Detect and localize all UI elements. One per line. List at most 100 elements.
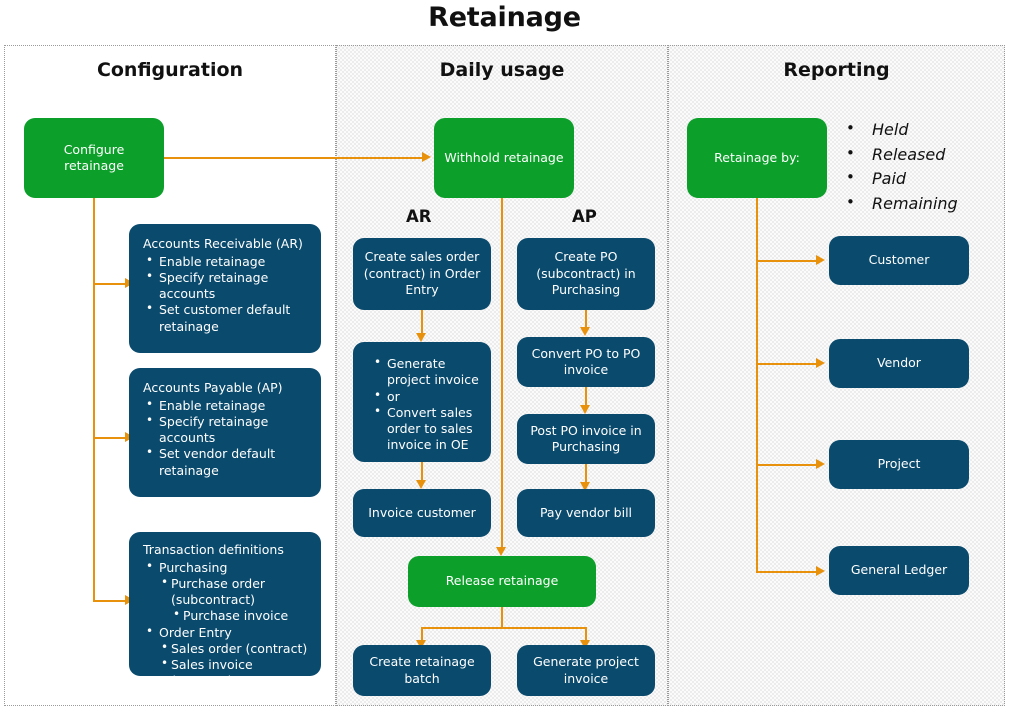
connector-config-to-txn: [93, 600, 127, 602]
arrowhead-reporting-to-project: [816, 459, 825, 469]
node-accounts-payable[interactable]: Accounts Payable (AP) Enable retainage S…: [129, 368, 321, 497]
subheading-ap: AP: [572, 207, 597, 226]
node-title: Accounts Receivable (AR): [143, 236, 303, 251]
list-item: Specify retainage accounts: [146, 269, 311, 303]
txn-list: Purchasing Purchase order (subcontract) …: [143, 559, 311, 690]
node-label: Pay vendor bill: [539, 504, 633, 520]
node-label: Customer: [868, 252, 930, 268]
node-transaction-definitions[interactable]: Transaction definitions Purchasing Purch…: [129, 532, 321, 688]
list-item: Sales order (contract): [161, 640, 311, 657]
connector-config-trunk: [93, 198, 95, 602]
node-convert-po-to-invoice[interactable]: Convert PO to PO invoice: [517, 337, 655, 387]
connector-ap-step2-to-step3: [585, 387, 587, 407]
connector-reporting-to-vendor: [756, 363, 818, 365]
node-label: Generate project invoice: [533, 654, 639, 686]
node-withhold-retainage[interactable]: Withhold retainage: [434, 118, 574, 198]
list-item-label: Purchasing: [159, 559, 228, 575]
node-accounts-receivable[interactable]: Accounts Receivable (AR) Enable retainag…: [129, 224, 321, 353]
connector-release-stem: [501, 607, 503, 629]
list-item: Enable retainage: [146, 252, 311, 270]
node-generate-project-invoice[interactable]: Generate project invoice: [517, 645, 655, 696]
arrowhead-reporting-to-general-ledger: [816, 566, 825, 576]
list-item: Set customer default retainage: [146, 301, 311, 335]
connector-release-split: [421, 627, 587, 629]
connector-config-to-ap: [93, 437, 127, 439]
arrowhead-reporting-to-customer: [816, 255, 825, 265]
list-item: Sales invoice (contract): [161, 656, 311, 690]
connector-config-to-ar: [93, 283, 127, 285]
node-label: Withhold retainage: [444, 149, 564, 165]
node-pay-vendor-bill[interactable]: Pay vendor bill: [517, 489, 655, 537]
list-item: Enable retainage: [146, 396, 311, 414]
arrowhead-ap-step2-to-step3: [580, 405, 590, 414]
panel-title-reporting: Reporting: [783, 59, 890, 81]
connector-release-to-project-invoice: [585, 627, 587, 643]
connector-reporting-to-project: [756, 464, 818, 466]
list-item: Generate project invoice: [374, 355, 481, 389]
node-ar-invoice-options[interactable]: Generate project invoice or Convert sale…: [353, 342, 491, 462]
connector-release-to-batch: [421, 627, 423, 643]
subheading-ar: AR: [406, 207, 432, 226]
node-report-vendor[interactable]: Vendor: [829, 339, 969, 388]
node-label: Post PO invoice in Purchasing: [530, 422, 642, 455]
list-item: Convert sales order to sales invoice in …: [374, 404, 481, 454]
list-item: Remaining: [846, 191, 958, 217]
reporting-measures-list: Held Released Paid Remaining: [846, 117, 958, 217]
node-report-project[interactable]: Project: [829, 440, 969, 489]
node-configure-retainage[interactable]: Configure retainage: [24, 118, 164, 198]
list-item: Purchasing Purchase order (subcontract) …: [146, 559, 311, 625]
panel-title-configuration: Configuration: [96, 59, 244, 81]
arrowhead-release-to-project-invoice: [580, 640, 590, 649]
arrowhead-configure-to-withhold: [422, 152, 431, 162]
txn-purchasing-subsublist: Purchase invoice: [171, 607, 311, 624]
list-item: Purchase order (subcontract) Purchase in…: [161, 575, 311, 625]
ar-config-list: Enable retainage Specify retainage accou…: [143, 252, 311, 335]
node-retainage-by[interactable]: Retainage by:: [687, 118, 827, 198]
node-release-retainage[interactable]: Release retainage: [408, 556, 596, 607]
node-report-customer[interactable]: Customer: [829, 236, 969, 285]
ap-config-list: Enable retainage Specify retainage accou…: [143, 396, 311, 479]
arrowhead-ar-step1-to-bullets: [416, 333, 426, 342]
node-label: Convert PO to PO invoice: [531, 345, 641, 378]
node-invoice-customer[interactable]: Invoice customer: [353, 489, 491, 537]
connector-configure-to-withhold: [164, 157, 424, 159]
txn-purchasing-sublist: Purchase order (subcontract) Purchase in…: [159, 575, 311, 625]
panel-title-daily-usage: Daily usage: [439, 59, 565, 81]
connector-reporting-to-customer: [756, 260, 818, 262]
node-create-retainage-batch[interactable]: Create retainage batch: [353, 645, 491, 696]
node-label: Invoice customer: [368, 504, 476, 520]
list-item-label: or: [387, 388, 400, 404]
node-label: Project: [877, 456, 921, 472]
arrowhead-ap-step1-to-step2: [580, 327, 590, 336]
list-item: Purchase invoice: [173, 607, 311, 624]
page-title: Retainage: [428, 2, 581, 33]
node-title: Transaction definitions: [143, 542, 284, 557]
node-label: Vendor: [877, 355, 921, 371]
node-label: Retainage by:: [714, 149, 800, 165]
ar-invoice-options-list: Generate project invoice or Convert sale…: [371, 355, 481, 454]
node-label: Create retainage batch: [369, 654, 475, 686]
node-create-po[interactable]: Create PO (subcontract) in Purchasing: [517, 238, 655, 310]
list-item: or: [374, 387, 481, 405]
connector-reporting-trunk: [756, 198, 758, 573]
list-item: Paid: [846, 166, 958, 192]
connector-withhold-to-release: [501, 198, 503, 550]
node-title: Accounts Payable (AP): [143, 380, 283, 395]
node-label: Release retainage: [445, 573, 559, 589]
connector-ap-step1-to-step2: [585, 309, 587, 329]
node-post-po-invoice[interactable]: Post PO invoice in Purchasing: [517, 414, 655, 464]
arrowhead-ar-bullets-to-invoice: [416, 480, 426, 489]
node-create-sales-order[interactable]: Create sales order (contract) in Order E…: [353, 238, 491, 310]
node-report-general-ledger[interactable]: General Ledger: [829, 546, 969, 595]
connector-ar-bullets-to-invoice: [421, 461, 423, 483]
arrowhead-reporting-to-vendor: [816, 358, 825, 368]
node-label: Create PO (subcontract) in Purchasing: [536, 249, 636, 298]
list-item-label: Purchase order (subcontract): [171, 575, 266, 607]
list-item: Set vendor default retainage: [146, 445, 311, 479]
node-label: General Ledger: [850, 562, 948, 578]
node-label: Configure retainage: [63, 141, 125, 174]
list-item: Held: [846, 117, 958, 143]
connector-ar-step1-to-bullets: [421, 309, 423, 336]
connector-ap-step3-to-step4: [585, 464, 587, 484]
